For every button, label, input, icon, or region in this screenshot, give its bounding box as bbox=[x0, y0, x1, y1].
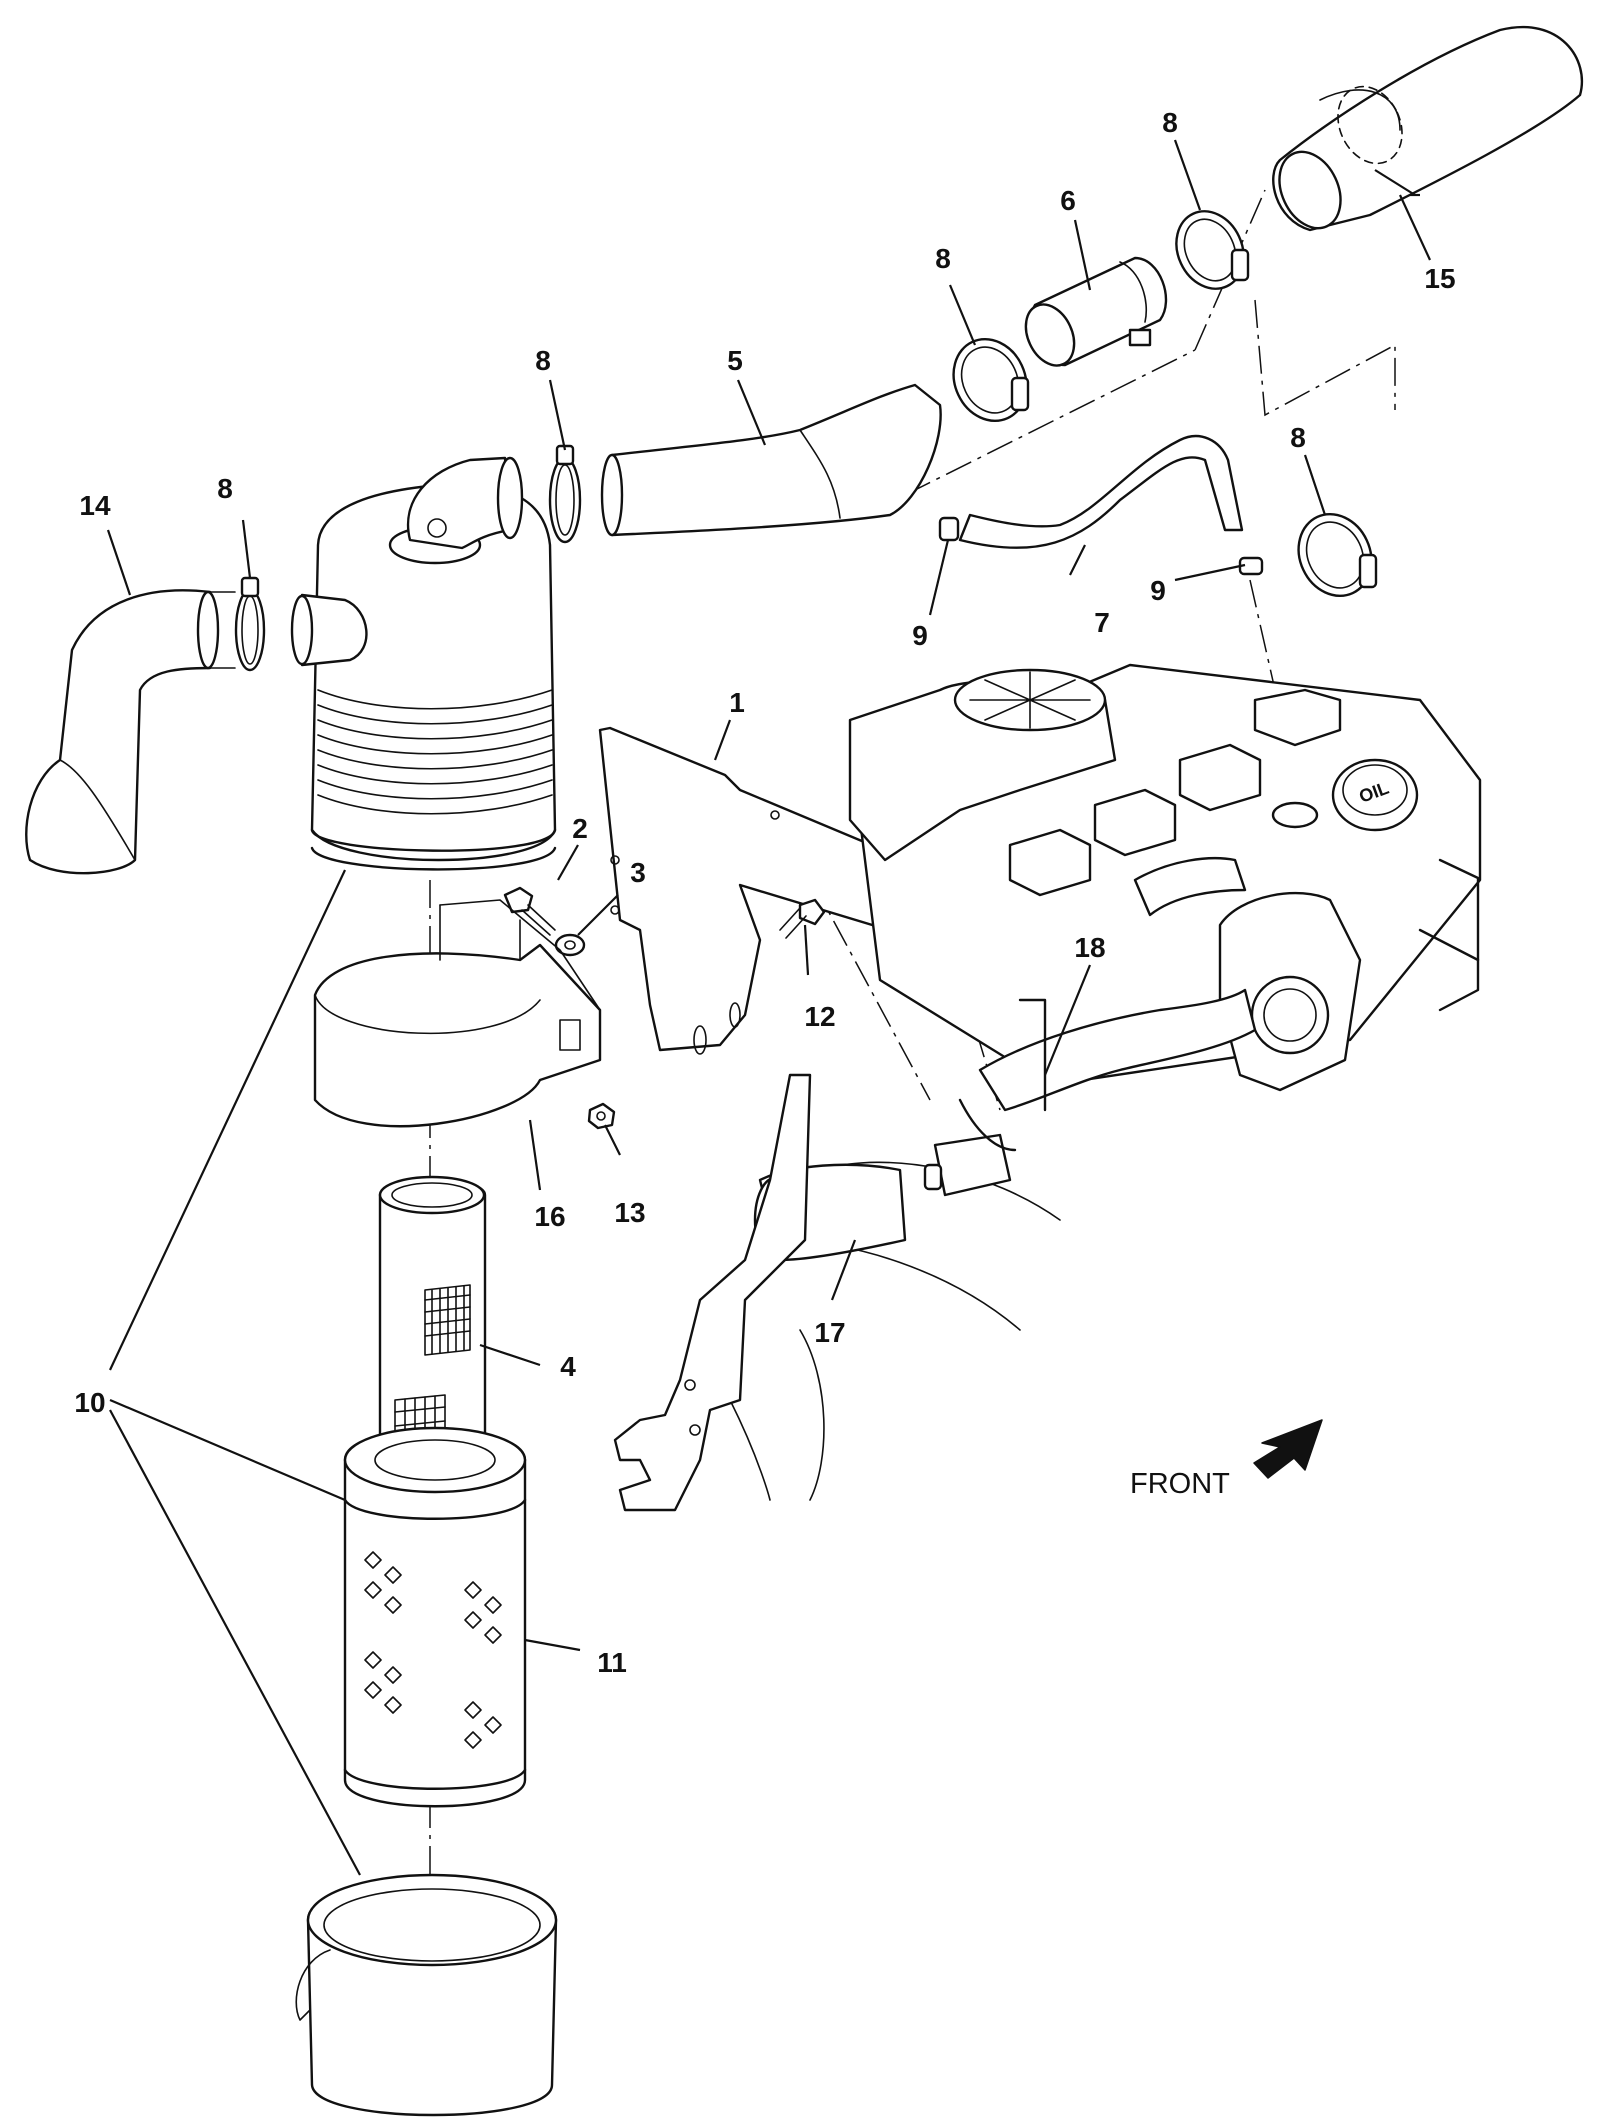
outlet-hose-elbow bbox=[25, 589, 236, 875]
callout-10: 10 bbox=[74, 1387, 105, 1418]
callout-4: 4 bbox=[560, 1351, 576, 1382]
callout-5: 5 bbox=[727, 345, 743, 376]
engine-assembly: OIL bbox=[613, 663, 1482, 1512]
air-cleaner-housing bbox=[290, 456, 557, 871]
callout-13: 13 bbox=[614, 1197, 645, 1228]
callout-15: 15 bbox=[1424, 263, 1455, 294]
hose-clamp-8c bbox=[952, 337, 1030, 423]
nut-13 bbox=[587, 1102, 616, 1130]
leader-15 bbox=[1399, 194, 1431, 261]
washer-3 bbox=[554, 933, 586, 957]
callout-9-a: 9 bbox=[912, 620, 928, 651]
intake-tube-6 bbox=[1024, 256, 1168, 367]
front-arrow-icon bbox=[1253, 1419, 1323, 1479]
hose-clamp-8d bbox=[1175, 210, 1250, 290]
callout-8-d: 8 bbox=[1162, 107, 1178, 138]
callout-2: 2 bbox=[572, 813, 588, 844]
callout-12: 12 bbox=[804, 1001, 835, 1032]
oil-filler-cap: OIL bbox=[1331, 758, 1419, 832]
hose-clamp-8a bbox=[234, 576, 266, 672]
vent-hose-7 bbox=[958, 434, 1244, 550]
front-indicator: FRONT bbox=[1130, 1419, 1323, 1500]
dust-cup bbox=[295, 1873, 558, 2117]
bolt-2 bbox=[503, 886, 556, 936]
intake-hose-5 bbox=[600, 383, 942, 537]
filter-element-11 bbox=[343, 1426, 527, 1808]
callout-8-a: 8 bbox=[217, 473, 233, 504]
callout-8-c: 8 bbox=[935, 243, 951, 274]
front-label: FRONT bbox=[1130, 1468, 1230, 1500]
callout-17: 17 bbox=[814, 1317, 845, 1348]
ignition-coils bbox=[1008, 688, 1342, 897]
callout-14: 14 bbox=[79, 490, 111, 521]
callout-8-b: 8 bbox=[535, 345, 551, 376]
bolt-12 bbox=[779, 898, 826, 939]
callout-8-e: 8 bbox=[1290, 422, 1306, 453]
callout-11: 11 bbox=[597, 1647, 627, 1678]
leader-lines bbox=[106, 139, 1420, 1876]
callout-16: 16 bbox=[534, 1201, 565, 1232]
strap-bracket-16 bbox=[313, 899, 602, 1128]
mounting-bracket-1 bbox=[598, 726, 957, 1055]
callout-7: 7 bbox=[1094, 607, 1110, 638]
callout-18: 18 bbox=[1074, 932, 1105, 963]
callout-1: 1 bbox=[729, 687, 745, 718]
intake-duct-15 bbox=[1272, 25, 1584, 232]
hose-clamp-8e bbox=[1297, 512, 1378, 598]
callout-labels: 1 2 3 4 5 6 7 8 8 8 8 8 9 9 10 11 12 13 … bbox=[74, 107, 1455, 1678]
small-clamp-9a bbox=[938, 516, 960, 542]
callout-6: 6 bbox=[1060, 185, 1076, 216]
callout-3: 3 bbox=[630, 857, 646, 888]
hose-clamp-8b bbox=[548, 444, 582, 544]
callout-9-b: 9 bbox=[1150, 575, 1166, 606]
